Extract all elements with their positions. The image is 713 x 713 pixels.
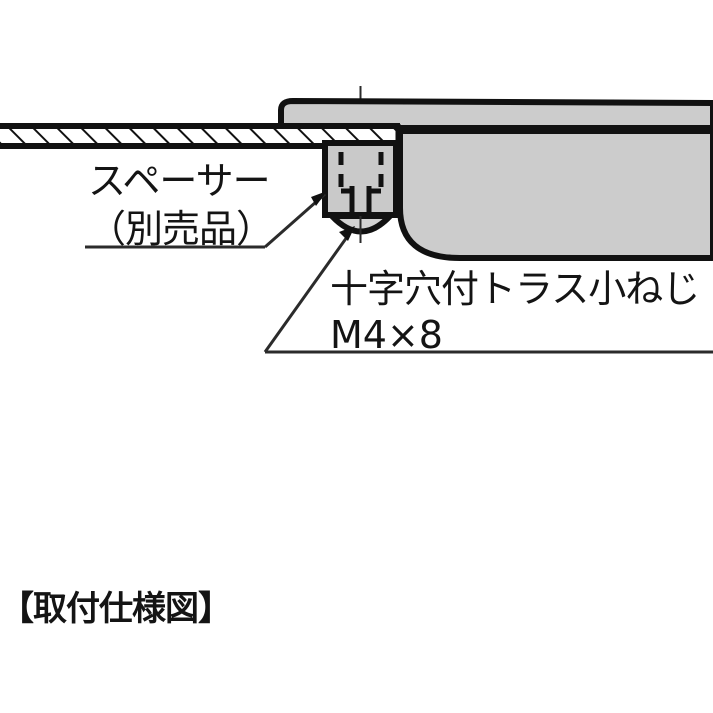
cabinet-body bbox=[397, 128, 713, 261]
spacer-arrowhead bbox=[311, 191, 327, 206]
spacer-label-line1: スペーサー bbox=[88, 159, 270, 203]
screw-leader-line bbox=[263, 229, 354, 353]
truss-head-screw bbox=[329, 186, 393, 243]
screw-label: 十字穴付トラス小ねじ M4×8 bbox=[263, 226, 713, 357]
spacer-label: スペーサー （別売品） bbox=[85, 159, 327, 251]
screw-arrowhead bbox=[339, 226, 355, 241]
spacer-block bbox=[322, 140, 399, 218]
top-flange bbox=[278, 98, 713, 131]
spacer-label-line2: （別売品） bbox=[88, 207, 273, 251]
screw-label-line1: 十字穴付トラス小ねじ bbox=[330, 267, 699, 311]
screw-label-line2: M4×8 bbox=[330, 313, 443, 357]
figure-caption: 【取付仕様図】 bbox=[0, 589, 231, 629]
